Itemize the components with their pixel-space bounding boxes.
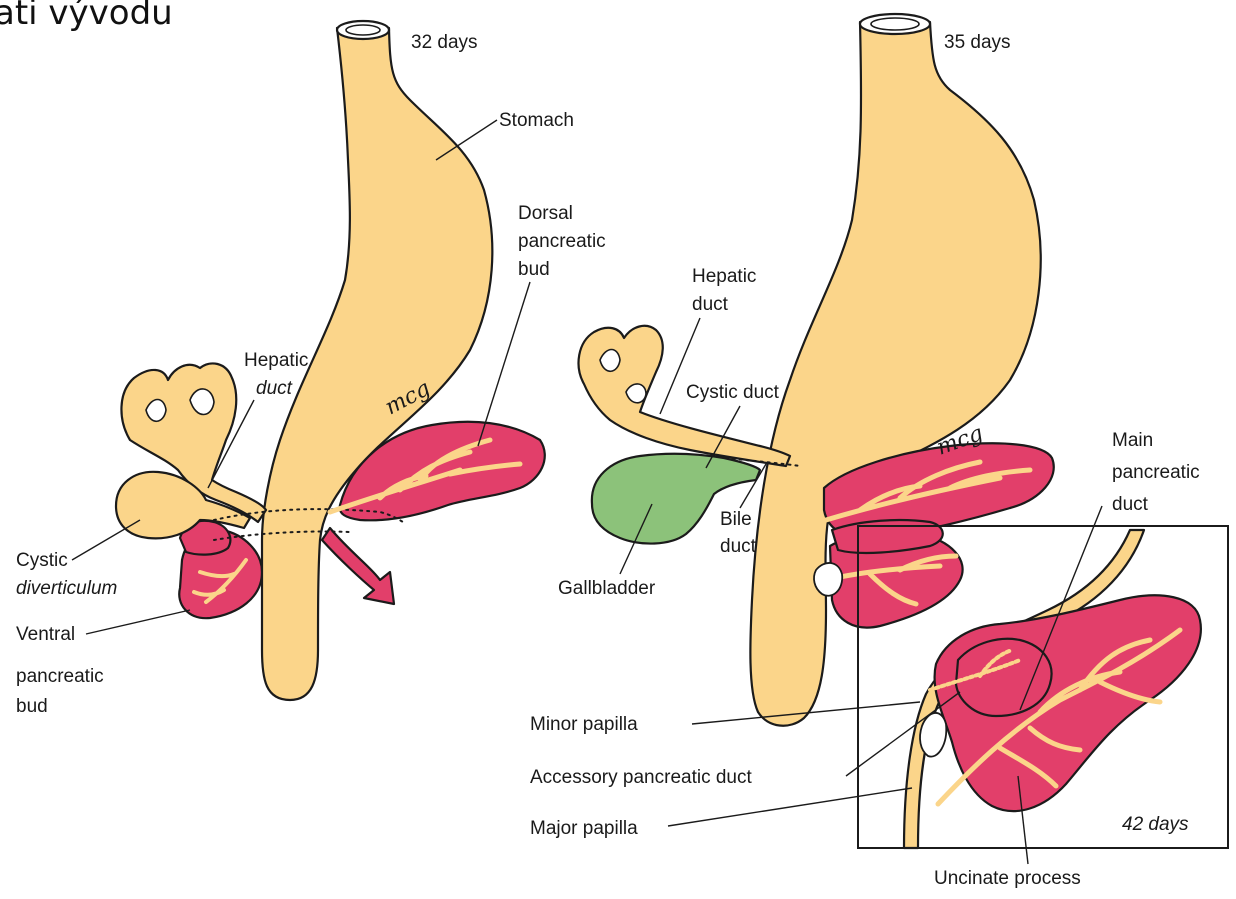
leader-ventral (86, 610, 190, 634)
label-dorsal-1: Dorsal (518, 203, 573, 224)
label-main-1: Main (1112, 430, 1153, 451)
gut-tube-lumen-35 (871, 18, 919, 30)
label-ventral-3: bud (16, 696, 48, 717)
label-accessory-duct: Accessory pancreatic duct (530, 767, 752, 788)
leader-major-papilla (668, 788, 912, 826)
label-35-days: 35 days (944, 32, 1011, 53)
label-cystic-2: diverticulum (16, 578, 117, 599)
label-main-2: pancreatic (1112, 462, 1200, 483)
label-stomach: Stomach (499, 110, 574, 131)
label-hepatic-2: duct (256, 378, 293, 399)
label-42-days: 42 days (1122, 814, 1189, 835)
label-ventral-2: pancreatic (16, 666, 104, 687)
label-major-papilla: Major papilla (530, 818, 638, 839)
label-hepatic35-1: Hepatic (692, 266, 756, 287)
label-cystic-1: Cystic (16, 550, 68, 571)
label-hepatic-1: Hepatic (244, 350, 308, 371)
label-dorsal-2: pancreatic (518, 231, 606, 252)
gallbladder (592, 454, 760, 544)
heading-text: ati vývodu (0, 0, 173, 33)
label-cystic-duct: Cystic duct (686, 382, 780, 403)
label-32-days: 32 days (411, 32, 478, 53)
label-dorsal-3: bud (518, 259, 550, 280)
label-gallbladder: Gallbladder (558, 578, 656, 599)
label-bile-1: Bile (720, 509, 752, 530)
leader-cystic (72, 520, 140, 560)
label-main-3: duct (1112, 494, 1149, 515)
label-bile-2: duct (720, 536, 757, 557)
panel-35-days: mcg (579, 14, 1054, 726)
label-minor-papilla: Minor papilla (530, 714, 638, 735)
label-hepatic35-2: duct (692, 294, 729, 315)
label-ventral-1: Ventral (16, 624, 75, 645)
label-uncinate: Uncinate process (934, 868, 1081, 889)
rotation-arrow (322, 528, 394, 604)
duct-loop-35 (814, 563, 842, 596)
panel-32-days: mcg (116, 21, 545, 700)
gut-tube-lumen-32 (346, 25, 380, 35)
